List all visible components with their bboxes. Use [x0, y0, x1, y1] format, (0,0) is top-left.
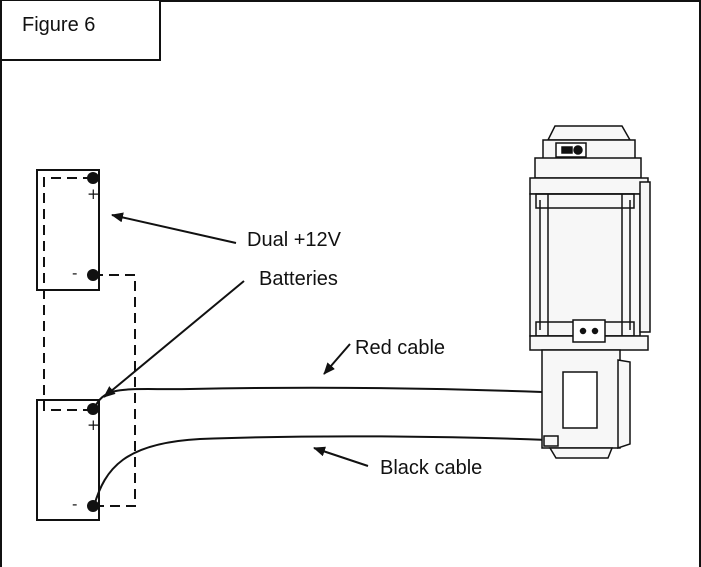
batteries-label: Batteries — [259, 268, 338, 290]
battery-1-minus-sign: - — [72, 264, 78, 282]
dashed-wiring — [43, 177, 136, 507]
dual-12v-label: Dual +12V — [247, 229, 341, 251]
black-cable-label: Black cable — [380, 457, 483, 479]
battery-1-plus-sign: + — [87, 185, 100, 203]
red-cable-label: Red cable — [355, 337, 446, 359]
terminal-b2-minus — [87, 500, 99, 512]
black-cable-line — [93, 435, 549, 507]
terminal-b1-minus — [87, 269, 99, 281]
battery-2-plus-sign: + — [87, 416, 100, 434]
terminal-b2-plus — [87, 403, 99, 415]
figure-title: Figure 6 — [22, 14, 96, 36]
battery-2 — [36, 399, 100, 521]
winch-motor-icon — [529, 125, 651, 459]
terminal-b1-plus — [87, 172, 99, 184]
battery-2-minus-sign: - — [72, 495, 78, 513]
leader-arrows — [103, 212, 369, 467]
figure-title-box — [0, 1, 161, 61]
red-cable-line — [93, 386, 543, 410]
battery-1 — [36, 169, 100, 291]
